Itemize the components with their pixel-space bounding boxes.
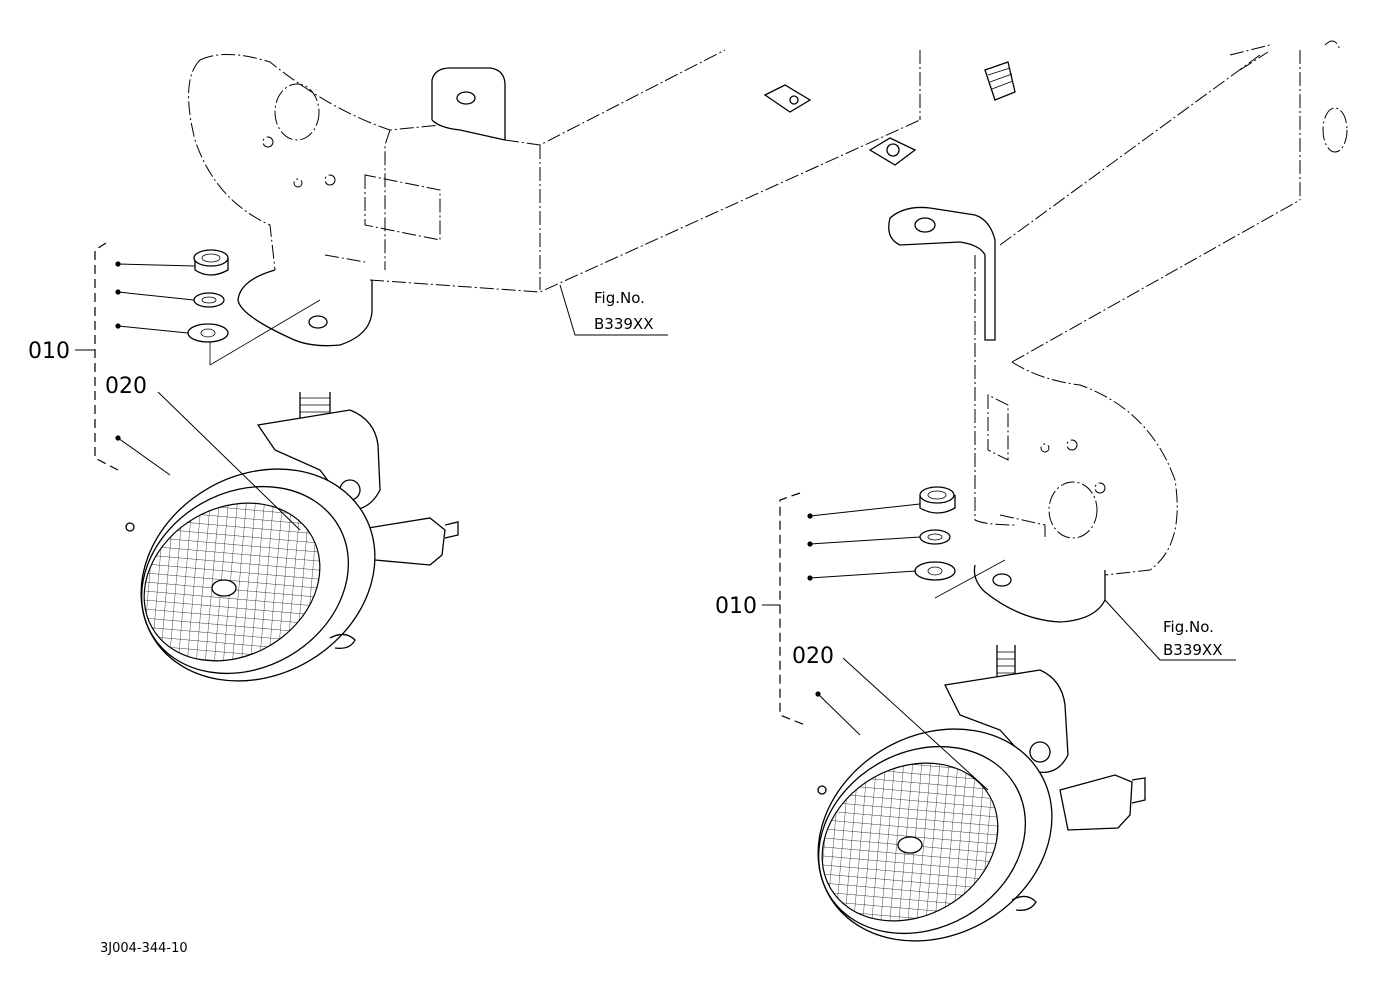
left-mounting-bracket — [209, 67, 506, 366]
right-work-lamp — [817, 645, 1146, 942]
right-frame-phantom — [974, 40, 1348, 576]
right-leaders — [762, 492, 1236, 791]
left-hardware-stack — [187, 249, 229, 343]
right-fig-ref-number: B339XX — [1163, 641, 1222, 659]
right-mounting-bracket — [888, 206, 1106, 623]
left-frame-phantom — [188, 49, 921, 293]
left-part-020-label: 020 — [105, 374, 147, 399]
left-part-010-label: 010 — [28, 339, 70, 364]
left-fig-ref-label: Fig.No. — [594, 289, 645, 307]
left-work-lamp — [125, 392, 459, 682]
right-part-020-label: 020 — [792, 644, 834, 669]
right-part-010-label: 010 — [715, 594, 757, 619]
left-leaders — [75, 242, 668, 531]
right-fig-ref-label: Fig.No. — [1163, 618, 1214, 636]
drawing-code: 3J004-344-10 — [100, 941, 188, 956]
left-frame-small-parts — [763, 61, 1016, 166]
left-fig-ref-number: B339XX — [594, 315, 653, 333]
right-hardware-stack — [914, 486, 956, 581]
